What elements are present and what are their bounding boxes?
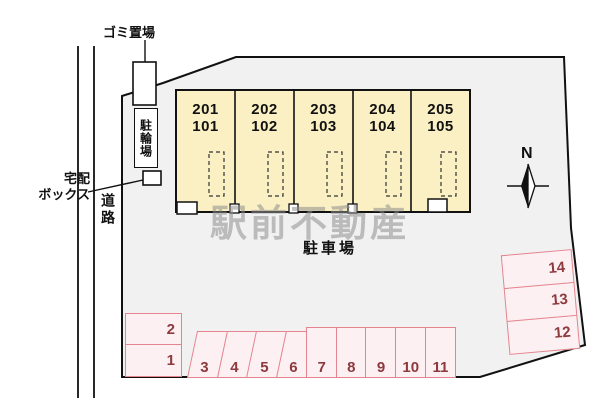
parking-group-left: 2 1: [125, 313, 182, 377]
parking-space-7: 7: [306, 327, 338, 378]
watermark: 駅前不動産: [210, 203, 410, 244]
unit-entry-dashed: [267, 151, 284, 197]
delivery-leader-line: [87, 179, 144, 193]
parking-space-12: 12: [506, 314, 581, 355]
porch-step: [427, 198, 448, 213]
unit-label-203-103: 203 103: [310, 101, 337, 135]
north-arrow-left-half: [521, 164, 528, 208]
unit-entry-dashed: [326, 151, 343, 197]
bicycle-parking-box: 駐輪場: [134, 108, 158, 168]
garbage-area-label: ゴミ置場: [103, 25, 156, 40]
garbage-box: [132, 61, 157, 106]
unit-entry-dashed: [385, 151, 402, 197]
unit-label-204-104: 204 104: [369, 101, 396, 135]
parking-space-10: 10: [395, 327, 427, 378]
building-outline: [175, 89, 471, 213]
delivery-box-label: 宅配 ボックス: [38, 171, 90, 202]
porch-step: [229, 203, 240, 214]
parking-space-2: 2: [125, 313, 182, 346]
parking-group-7-11: 7 8 9 10 11: [306, 327, 457, 378]
parking-group-3-6: 3 4 5 6: [187, 331, 318, 378]
unit-entry-dashed: [440, 151, 457, 197]
parking-space-9: 9: [365, 327, 397, 378]
north-label: N: [521, 145, 533, 162]
parking-space-1: 1: [125, 344, 182, 377]
road-label: 道路: [100, 193, 116, 227]
porch-step: [288, 203, 299, 214]
unit-label-201-101: 201 101: [192, 101, 219, 135]
bicycle-parking-label: 駐輪場: [138, 118, 153, 158]
porch-step: [176, 201, 198, 215]
unit-label-205-105: 205 105: [427, 101, 454, 135]
unit-entry-dashed: [208, 151, 225, 197]
porch-step: [347, 203, 358, 214]
parking-space-8: 8: [335, 327, 367, 378]
parking-group-12-14: 14 13 12: [500, 249, 581, 355]
delivery-box: [142, 170, 162, 186]
north-arrow-right-half: [527, 163, 536, 209]
parking-lot-label: 駐車場: [303, 240, 358, 257]
parking-space-11: 11: [424, 327, 457, 378]
unit-label-202-102: 202 102: [251, 101, 278, 135]
